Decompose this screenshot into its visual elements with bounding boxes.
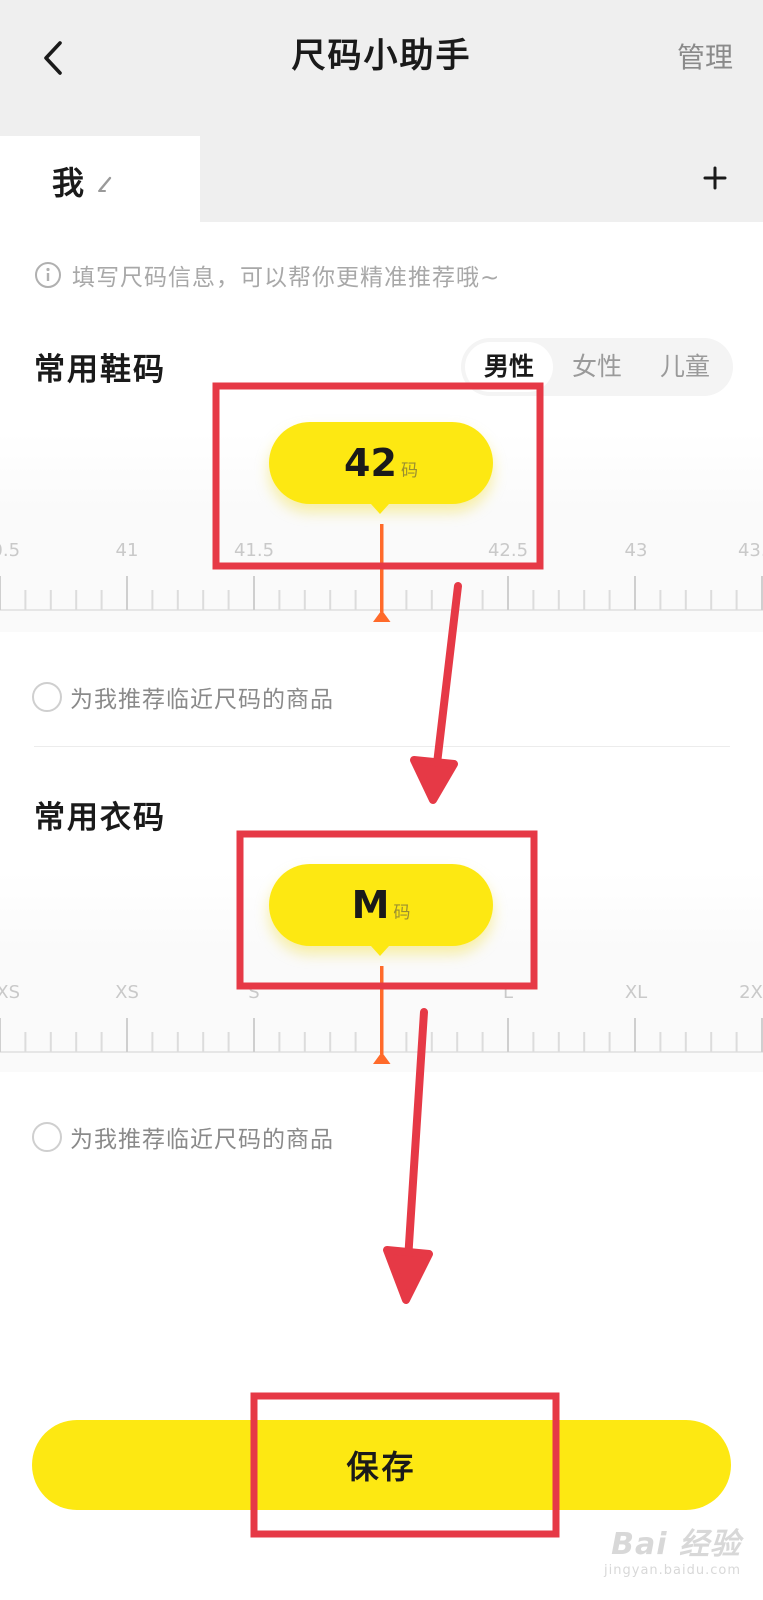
shoe-section-title: 常用鞋码 [34, 352, 166, 388]
clothes-section-title: 常用衣码 [34, 800, 166, 836]
profile-tab-me[interactable]: 我 [0, 136, 200, 222]
shoe-pointer[interactable] [0, 432, 763, 632]
shoe-tick-label: 41 [115, 540, 139, 561]
tab-female[interactable]: 女性 [571, 352, 622, 381]
clothes-tick-label: XS [115, 982, 139, 1003]
shoe-recommend-option[interactable]: 为我推荐临近尺码的商品 [32, 680, 334, 714]
clothes-recommend-checkbox[interactable] [32, 1122, 62, 1152]
shoe-tick-label: 40.5 [0, 540, 21, 561]
gender-segment: 男性 女性 儿童 [461, 338, 733, 396]
clothes-tick-label: S [248, 982, 260, 1003]
shoe-recommend-checkbox[interactable] [32, 682, 62, 712]
clothes-recommend-label: 为我推荐临近尺码的商品 [70, 1127, 334, 1153]
page-title: 尺码小助手 [291, 36, 472, 76]
save-button-label: 保存 [346, 1448, 417, 1486]
pencil-icon[interactable] [96, 172, 118, 194]
hint-row: 填写尺码信息，可以帮你更精准推荐哦~ [34, 258, 500, 292]
tab-kids[interactable]: 儿童 [659, 352, 710, 381]
profile-tab-label: 我 [52, 164, 85, 202]
clothes-size-ruler[interactable]: XXS XS S L XL 2XL M 码 [0, 864, 763, 1072]
shoe-size-ruler[interactable]: 40.5 41 41.5 42.5 43 43.5 42 码 [0, 422, 763, 632]
info-icon [35, 262, 61, 288]
watermark-brand: Bai 经验 [611, 1527, 741, 1562]
section-divider [34, 746, 730, 747]
clothes-tick-label: XL [624, 982, 648, 1003]
watermark-url: jingyan.baidu.com [604, 1563, 741, 1578]
header: 尺码小助手 管理 我 [0, 0, 763, 222]
chevron-left-icon [44, 41, 62, 75]
add-profile-button[interactable] [693, 156, 737, 200]
hint-text: 填写尺码信息，可以帮你更精准推荐哦~ [72, 265, 501, 291]
shoe-recommend-label: 为我推荐临近尺码的商品 [70, 687, 334, 713]
baidu-watermark: Bai 经验 jingyan.baidu.com [604, 1519, 741, 1578]
clothes-tick-label: 2XL [739, 982, 763, 1003]
shoe-tick-label: 43.5 [737, 540, 763, 561]
shoe-tick-label: 43 [624, 540, 648, 561]
save-button[interactable]: 保存 [32, 1420, 731, 1510]
clothes-tick-label: L [502, 982, 514, 1003]
tab-background [0, 136, 200, 222]
clothes-pointer[interactable] [0, 872, 763, 1072]
clothes-tick-label: XXS [0, 982, 21, 1003]
tab-male[interactable]: 男性 [465, 342, 553, 392]
manage-button[interactable]: 管理 [676, 41, 733, 74]
clothes-recommend-option[interactable]: 为我推荐临近尺码的商品 [32, 1120, 334, 1154]
plus-icon [703, 166, 727, 190]
back-button[interactable] [28, 30, 78, 86]
